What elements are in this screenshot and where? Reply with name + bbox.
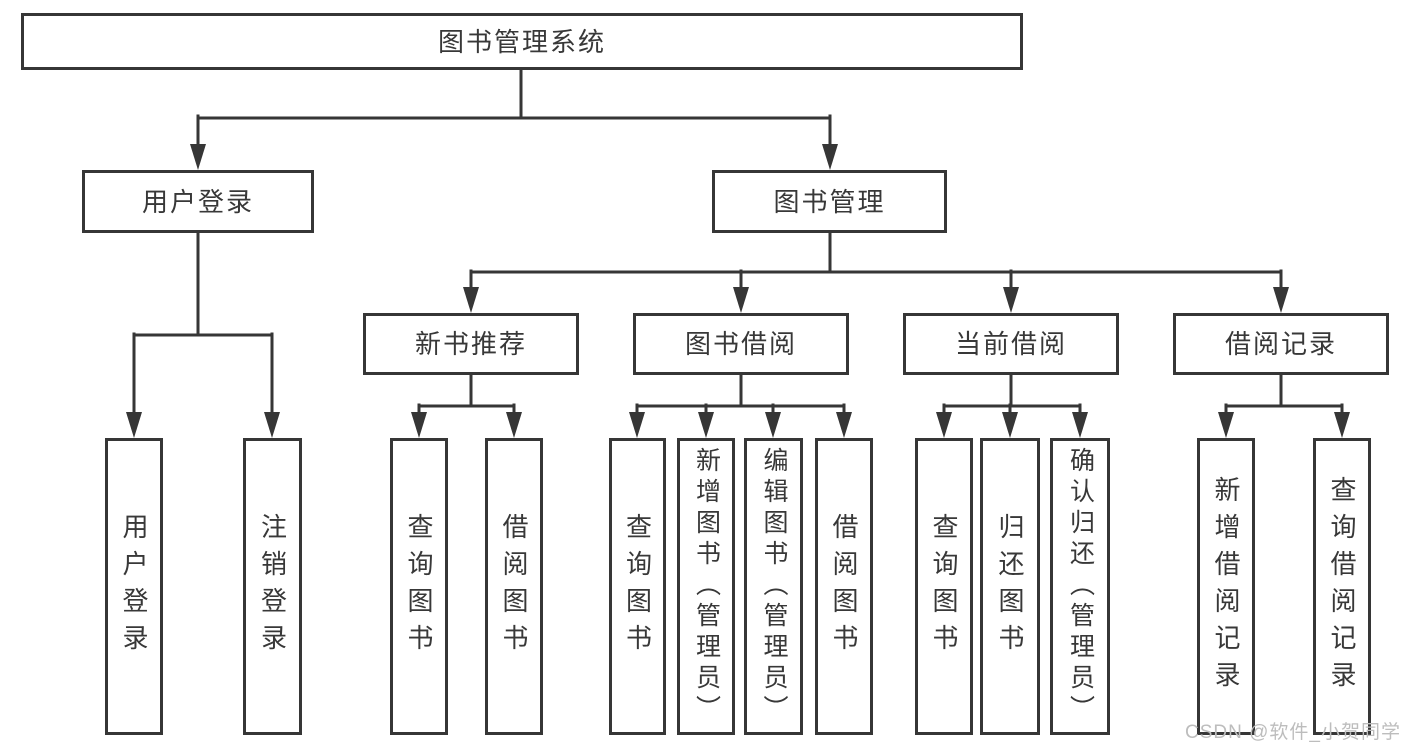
- connector-userlogin-to-leaves: [126, 231, 280, 438]
- leaf-query-books-current: 查询图书: [915, 438, 973, 735]
- node-new-book-recommend: 新书推荐: [363, 313, 579, 375]
- node-root-label: 图书管理系统: [437, 26, 606, 57]
- node-book-borrow: 图书借阅: [633, 313, 849, 375]
- leaf-user-login-label: 用户登录: [119, 512, 149, 661]
- leaf-query-books-borrow: 查询图书: [609, 438, 666, 735]
- connector-root-to-level2: [190, 68, 838, 170]
- node-new-book-recommend-label: 新书推荐: [414, 329, 527, 359]
- leaf-add-book-admin: 新增图书（管理员）: [677, 438, 735, 735]
- node-book-management: 图书管理: [712, 170, 947, 233]
- csdn-watermark: CSDN @软件_小贺同学: [1185, 722, 1401, 743]
- leaf-borrow-books-label: 借阅图书: [829, 512, 859, 661]
- node-book-borrow-label: 图书借阅: [684, 329, 797, 359]
- leaf-query-borrow-record: 查询借阅记录: [1313, 438, 1371, 735]
- leaf-confirm-return-admin: 确认归还（管理员）: [1050, 438, 1110, 735]
- connector-newbook-to-leaves: [411, 373, 522, 438]
- leaf-add-book-admin-label: 新增图书（管理员）: [692, 447, 721, 726]
- leaf-query-books-recommend: 查询图书: [390, 438, 448, 735]
- leaf-logout: 注销登录: [243, 438, 302, 735]
- leaf-return-book-label: 归还图书: [995, 512, 1025, 661]
- connector-currentborrow-to-leaves: [936, 373, 1088, 438]
- leaf-borrow-books-recommend-label: 借阅图书: [499, 512, 529, 661]
- leaf-borrow-books-recommend: 借阅图书: [485, 438, 543, 735]
- leaf-query-books-recommend-label: 查询图书: [404, 512, 434, 661]
- leaf-add-borrow-record: 新增借阅记录: [1197, 438, 1255, 735]
- leaf-logout-label: 注销登录: [257, 512, 288, 661]
- connector-records-to-leaves: [1218, 373, 1350, 438]
- node-root: 图书管理系统: [21, 13, 1023, 70]
- leaf-user-login: 用户登录: [105, 438, 163, 735]
- leaf-return-book: 归还图书: [980, 438, 1040, 735]
- node-borrow-records-label: 借阅记录: [1224, 329, 1337, 359]
- leaf-add-borrow-record-label: 新增借阅记录: [1211, 475, 1241, 698]
- leaf-edit-book-admin: 编辑图书（管理员）: [744, 438, 803, 735]
- node-borrow-records: 借阅记录: [1173, 313, 1389, 375]
- leaf-query-books-current-label: 查询图书: [929, 512, 959, 661]
- leaf-query-books-borrow-label: 查询图书: [622, 512, 653, 661]
- node-current-borrow-label: 当前借阅: [954, 329, 1067, 359]
- node-user-login-label: 用户登录: [141, 186, 254, 217]
- connector-bookmgmt-to-level3: [463, 231, 1289, 313]
- leaf-query-borrow-record-label: 查询借阅记录: [1327, 475, 1357, 698]
- leaf-confirm-return-admin-label: 确认归还（管理员）: [1066, 447, 1095, 726]
- node-user-login: 用户登录: [82, 170, 314, 233]
- node-current-borrow: 当前借阅: [903, 313, 1119, 375]
- node-book-management-label: 图书管理: [773, 186, 886, 217]
- leaf-borrow-books: 借阅图书: [815, 438, 873, 735]
- leaf-edit-book-admin-label: 编辑图书（管理员）: [760, 447, 788, 726]
- connector-bookborrow-to-leaves: [629, 373, 852, 438]
